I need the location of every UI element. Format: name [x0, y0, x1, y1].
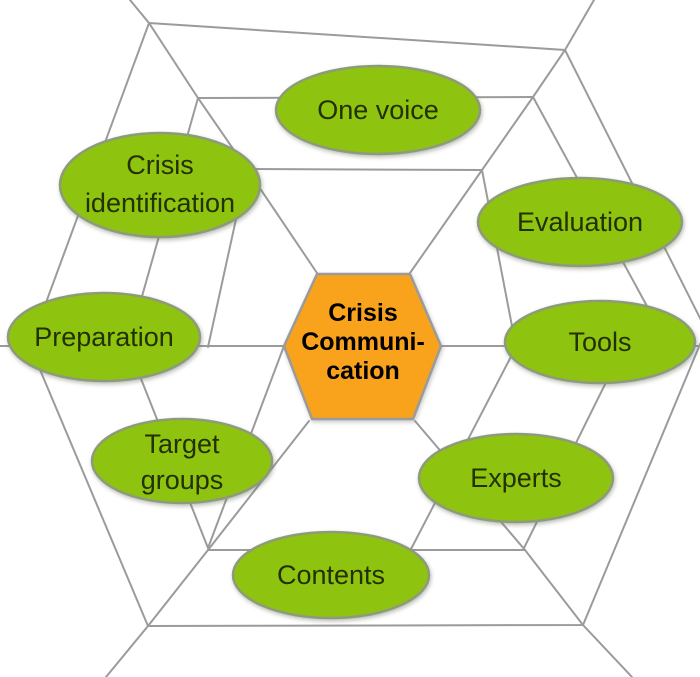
- label-target-groups-line1: Target: [144, 429, 220, 459]
- label-one-voice: One voice: [317, 95, 439, 125]
- node-target-groups: [90, 417, 274, 505]
- center-hexagon: [282, 272, 443, 421]
- label-crisis-identification-line2: identification: [85, 188, 235, 218]
- label-preparation: Preparation: [34, 322, 174, 352]
- center-label-line2: Communi-: [301, 328, 425, 356]
- node-evaluation: [476, 176, 684, 268]
- center-label-line1: Crisis: [328, 299, 397, 327]
- center-label-line3: cation: [326, 357, 400, 385]
- label-tools: Tools: [568, 327, 631, 357]
- node-contents: [231, 530, 431, 620]
- web-ring-inner-top: [207, 167, 517, 348]
- label-contents: Contents: [277, 560, 385, 590]
- web-spoke-lower-left: [105, 420, 310, 677]
- node-tools: [503, 299, 697, 385]
- label-evaluation: Evaluation: [517, 207, 643, 237]
- node-labels: One voice Crisis identification Evaluati…: [34, 95, 643, 590]
- node-crisis-identification: [58, 131, 262, 239]
- nodes: [6, 64, 697, 620]
- node-preparation: [6, 291, 202, 383]
- label-crisis-identification-line1: Crisis: [126, 150, 194, 180]
- node-one-voice: [274, 64, 482, 156]
- node-experts: [417, 432, 615, 524]
- label-experts: Experts: [470, 463, 562, 493]
- label-target-groups-line2: groups: [141, 465, 224, 495]
- center-label: Crisis Communi- cation: [301, 299, 425, 385]
